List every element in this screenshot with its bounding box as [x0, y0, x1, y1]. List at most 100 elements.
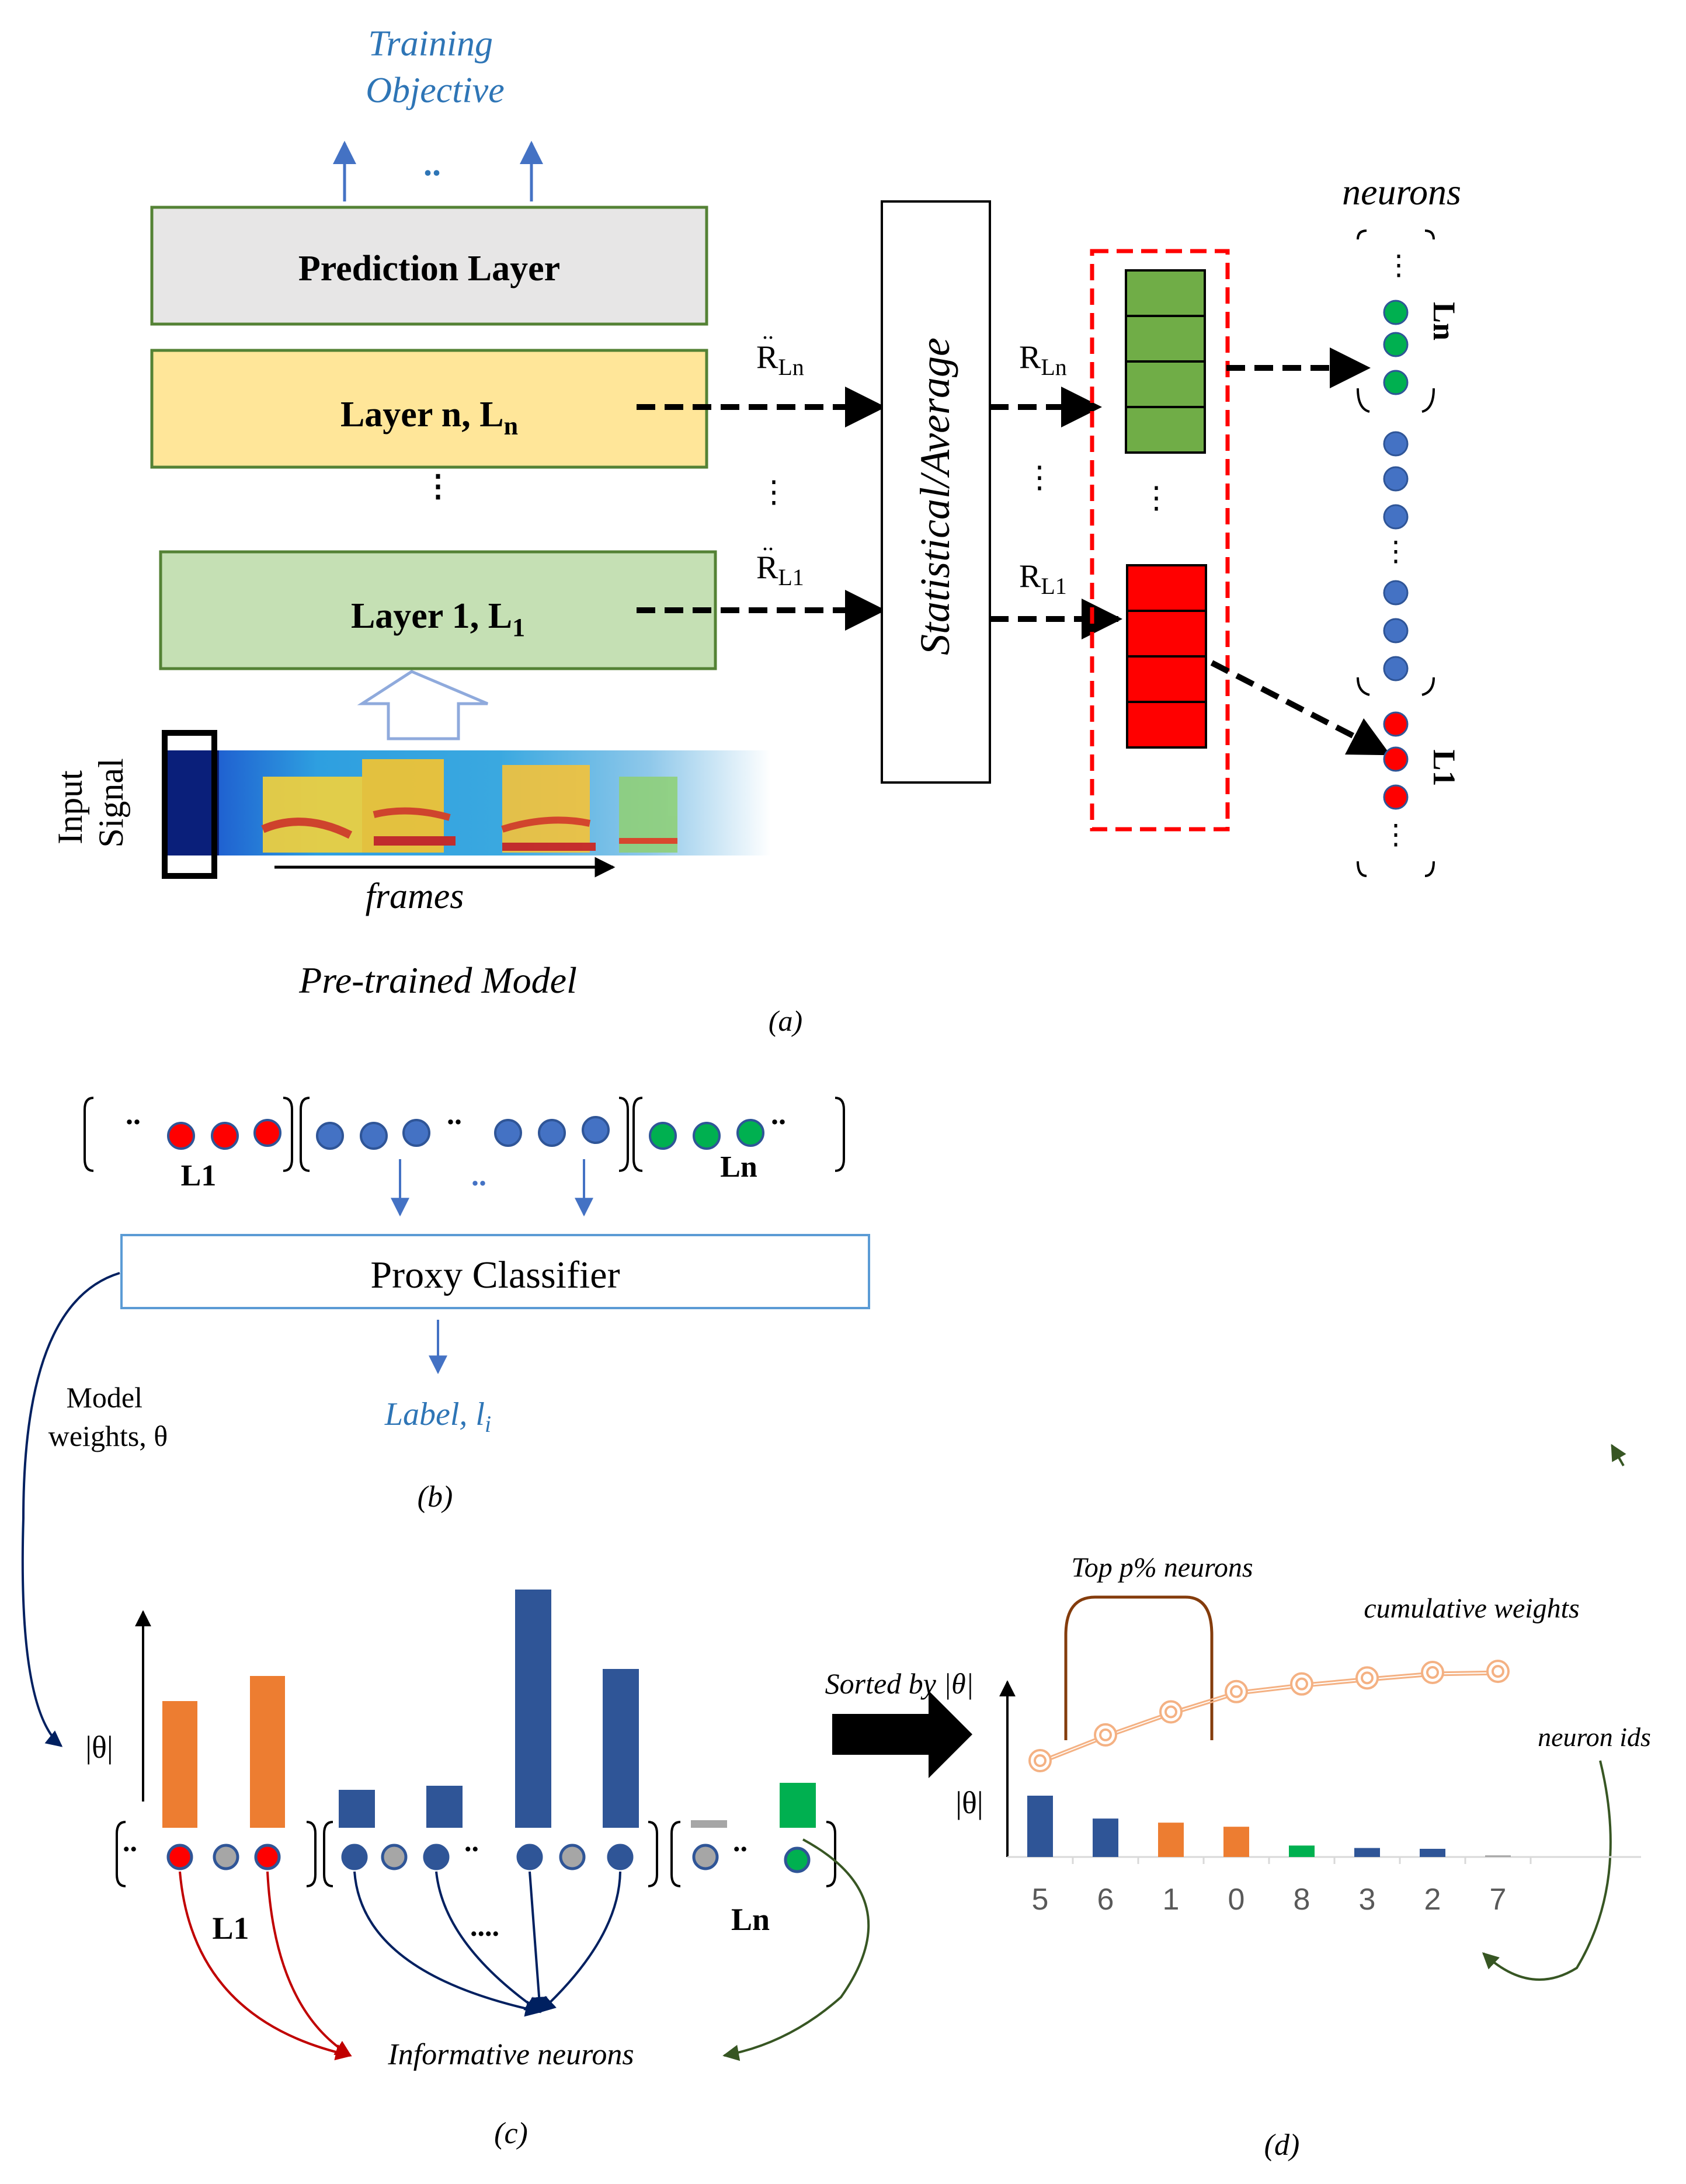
r-ln-text: R [1019, 339, 1041, 375]
x-tick-label: 3 [1359, 1883, 1376, 1917]
cumulative-point [1159, 1700, 1183, 1724]
neuron-blue [538, 1119, 566, 1147]
sorted-bars [1027, 1796, 1511, 1857]
cumulative-point [1290, 1672, 1313, 1696]
column-bracket [1424, 229, 1435, 240]
cumulative-point [1355, 1666, 1379, 1690]
layers-vdots: ⋮ [423, 470, 453, 503]
middle-label-dots: .... [470, 1910, 499, 1942]
bar-blue [426, 1786, 463, 1828]
r-ddot-l1-dots: .. [762, 529, 774, 555]
model-weights-label: Model weights, θ [48, 1381, 168, 1452]
green-curve-arrow [722, 1838, 870, 2061]
navy-curve-arrow [529, 1871, 548, 2013]
l1-group-dots: .. [123, 1825, 137, 1858]
sorted-bar-1 [1158, 1823, 1184, 1857]
cumulative-weights-label: cumulative weights [1364, 1593, 1579, 1624]
neuron-blue [494, 1119, 522, 1147]
spectrogram-energy [261, 759, 677, 853]
neuron-green [784, 1846, 811, 1873]
neuron-red [254, 1844, 281, 1870]
group-bracket [116, 1821, 126, 1887]
red-dashed-selection [1090, 249, 1230, 832]
neuron-green [649, 1122, 677, 1150]
neuron-blue [1383, 504, 1409, 530]
column-bracket [1421, 388, 1435, 413]
neuron-green [736, 1119, 764, 1147]
group-bracket [670, 1821, 681, 1887]
neuron-red [1383, 784, 1409, 810]
ln-row-label: Ln [720, 1150, 757, 1184]
abs-theta-d: |θ| [955, 1785, 983, 1820]
rln-vector-cell [1125, 406, 1206, 454]
row-bracket [84, 1097, 94, 1172]
row-bracket [283, 1097, 293, 1172]
training-objective-line2: Objective [366, 71, 505, 110]
input-signal-line1: Input [51, 770, 89, 844]
column-bracket [1357, 388, 1370, 413]
bar-blue [603, 1669, 639, 1828]
informative-neurons-label: Informative neurons [387, 2038, 634, 2071]
neuron-blue [341, 1844, 368, 1870]
x-tick-label: 0 [1228, 1883, 1245, 1917]
cumulative-point [1486, 1660, 1510, 1684]
navy-curve-arrow [435, 1871, 542, 2013]
line-end-arrow [1611, 1444, 1626, 1466]
row-bracket [835, 1097, 845, 1172]
r-ln-sub: Ln [1041, 354, 1066, 380]
to-classifier-dots: .. [471, 1159, 486, 1192]
neuron-red [1383, 711, 1409, 737]
vector-vdots: ⋮ [1141, 482, 1171, 515]
neuron-red [1383, 746, 1409, 772]
x-tick-label: 8 [1294, 1883, 1310, 1917]
cumulative-point [1028, 1749, 1052, 1772]
neuron-blue [423, 1844, 450, 1870]
layer-1-sub: 1 [512, 613, 525, 642]
sorted-bar-0 [1223, 1827, 1249, 1857]
r-ddot-l1-label: RL1 [756, 550, 804, 590]
layer-1-label: Layer 1, L1 [351, 596, 525, 642]
abs-theta-c: |θ| [85, 1730, 113, 1765]
neuron-green [1383, 370, 1409, 395]
x-tick-label: 2 [1424, 1883, 1441, 1917]
training-objective-label: Training Objective [366, 24, 505, 110]
column-bracket [1357, 229, 1367, 240]
row-bracket [632, 1097, 643, 1172]
l1-label-c: L1 [212, 1911, 249, 1946]
neuron-gray [381, 1844, 408, 1870]
red-curve-arrow [179, 1871, 352, 2061]
rln-vector-cell [1125, 315, 1206, 363]
cumulative-point [1295, 1677, 1308, 1691]
bar-orange [250, 1676, 285, 1828]
neuron-red [253, 1119, 281, 1147]
neuron-gray [559, 1844, 586, 1870]
neuron-blue [607, 1844, 634, 1870]
ln-trailing-dots: .. [771, 1098, 786, 1131]
column-bracket [1421, 677, 1435, 696]
middle-vdots: ⋮ [1382, 536, 1410, 567]
neurons-title: neurons [1342, 171, 1461, 213]
layer-1-text: Layer 1, L [351, 596, 512, 636]
statistical-average-box [881, 200, 991, 784]
x-tick-label: 7 [1490, 1883, 1507, 1917]
neuron-ids-curve-arrow [1482, 1760, 1612, 1981]
label-li: Label, li [384, 1396, 491, 1437]
row-bracket [618, 1097, 629, 1172]
bar-orange [162, 1701, 197, 1828]
r-ddot-ln-dots: .. [762, 318, 774, 344]
r-ddot-ln-sub: Ln [778, 354, 804, 380]
neuron-blue [316, 1122, 344, 1150]
cumulative-point [1099, 1728, 1112, 1741]
l1-neurons [1383, 711, 1409, 810]
navy-curve-arrow [538, 1871, 621, 2013]
group-bracket [306, 1821, 317, 1887]
column-bracket [1357, 677, 1370, 696]
rln-vector-cell [1125, 360, 1206, 408]
ln-label-c: Ln [731, 1902, 770, 1937]
neuron-blue [1383, 466, 1409, 492]
r-ln-label: RLn [1019, 339, 1067, 380]
panel-c: |θ| .. .. .. L1 Ln .... [85, 1590, 870, 2150]
layer-n-label: Layer n, Ln [340, 395, 518, 440]
column-bracket [1424, 861, 1435, 877]
